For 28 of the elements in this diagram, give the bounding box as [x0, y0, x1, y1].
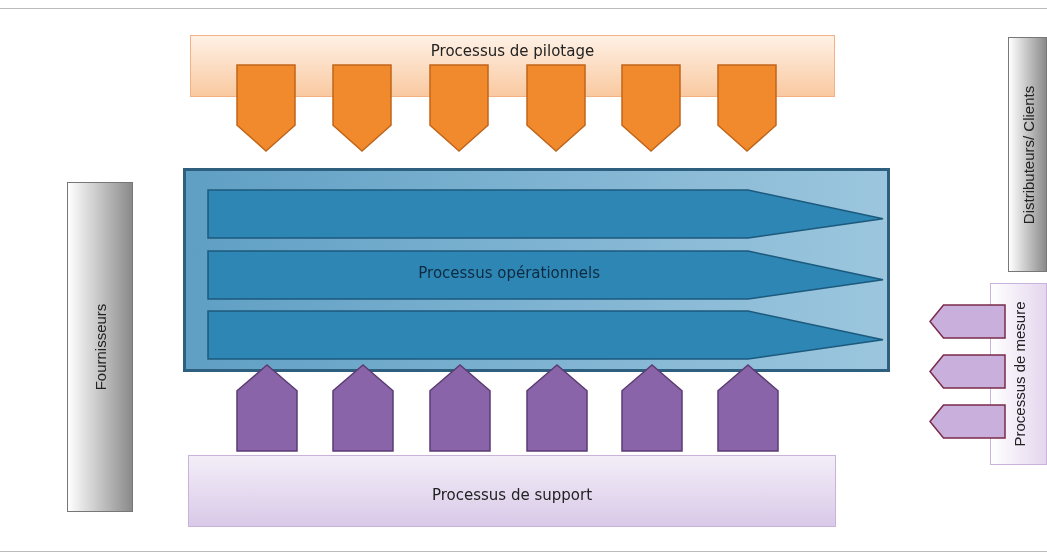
process-tab [718, 365, 778, 451]
process-tab [430, 65, 488, 151]
process-tab [333, 65, 391, 151]
side-bar [1008, 37, 1047, 272]
process-lane [208, 311, 883, 359]
process-tab [333, 365, 393, 451]
process-lane [930, 405, 1005, 438]
process-tab [237, 365, 297, 451]
process-tab [527, 65, 585, 151]
process-lane [930, 305, 1005, 338]
process-tab [718, 65, 776, 151]
process-tab [622, 365, 682, 451]
process-tab [237, 65, 295, 151]
process-label: Processus opérationnels [418, 264, 600, 282]
process-panel [183, 168, 890, 372]
process-tab [430, 365, 490, 451]
process-tab [527, 365, 587, 451]
process-band [188, 455, 836, 527]
process-lane [930, 355, 1005, 388]
process-label: Distributeurs/ Clients [1019, 85, 1036, 224]
process-lane [208, 190, 883, 238]
process-label: Fournisseurs [91, 303, 109, 391]
side-bar [67, 182, 133, 512]
process-label: Processus de pilotage [430, 42, 595, 60]
process-lane [208, 251, 883, 299]
process-label: Processus de mesure [1010, 301, 1027, 447]
process-tab [622, 65, 680, 151]
process-label: Processus de support [431, 486, 593, 504]
